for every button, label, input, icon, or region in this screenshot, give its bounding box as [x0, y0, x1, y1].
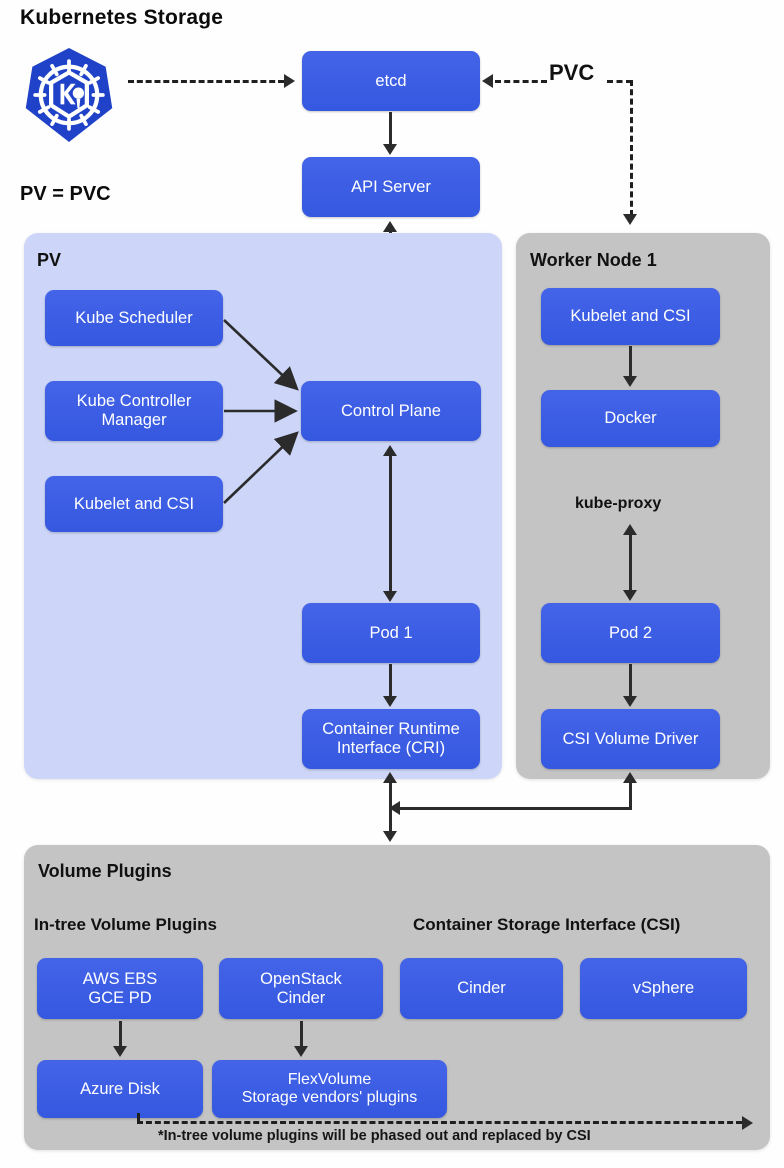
cri-junction-arrowhead-up [383, 772, 397, 783]
pod1-to-cri-line [389, 664, 392, 697]
footnote-arrowhead [742, 1116, 753, 1130]
csidriver-junction-arrowhead-up [623, 772, 637, 783]
csidriver-to-junction-arrowhead [389, 801, 400, 815]
pvc-to-worker-arrowhead [623, 214, 637, 225]
pod2-to-csidriver-arrowhead [623, 696, 637, 707]
worker-node-panel-label: Worker Node 1 [530, 250, 657, 270]
kubelet-to-docker-arrowhead [623, 376, 637, 387]
node-kube-scheduler[interactable]: Kube Scheduler [45, 290, 223, 346]
awsebs-to-azuredisk-line [119, 1021, 122, 1048]
pvc-to-etcd-arrowhead [482, 74, 493, 88]
pv-equals-pvc-label: PV = PVC [20, 183, 111, 205]
plugin-aws-ebs-gce-pd[interactable]: AWS EBS GCE PD [37, 958, 203, 1019]
node-pod-1[interactable]: Pod 1 [302, 603, 480, 663]
pvc-dashed-vertical [630, 80, 633, 216]
volume-plugins-panel-label: Volume Plugins [38, 861, 172, 881]
openstack-to-flexvolume-arrowhead [294, 1046, 308, 1057]
node-csi-volume-driver[interactable]: CSI Volume Driver [541, 709, 720, 769]
kubeproxy-pod2-arrowhead-down [623, 590, 637, 601]
etcd-to-apiserver-arrowhead [383, 144, 397, 155]
volumeplugins-arrowhead-down [383, 831, 397, 842]
plugin-openstack-cinder[interactable]: OpenStack Cinder [219, 958, 383, 1019]
pod1-to-cri-arrowhead [383, 696, 397, 707]
apiserver-controlplane-arrowhead-up [383, 221, 397, 232]
pvc-dashed-segment-left [495, 80, 547, 83]
pv-panel-label: PV [37, 250, 62, 270]
page-title: Kubernetes Storage [20, 6, 224, 29]
csi-heading: Container Storage Interface (CSI) [413, 915, 681, 934]
plugin-azure-disk[interactable]: Azure Disk [37, 1060, 203, 1118]
kubernetes-logo [25, 48, 113, 142]
logo-to-etcd-dashed-line [128, 80, 284, 83]
kubeproxy-to-pod2-line [629, 534, 632, 592]
plugin-vsphere[interactable]: vSphere [580, 958, 747, 1019]
node-control-plane[interactable]: Control Plane [301, 381, 481, 441]
plugin-flexvolume[interactable]: FlexVolume Storage vendors' plugins [212, 1060, 447, 1118]
node-docker[interactable]: Docker [541, 390, 720, 447]
csidriver-to-junction-horizontal-line [398, 807, 632, 810]
node-api-server[interactable]: API Server [302, 157, 480, 217]
csidriver-junction-vertical-line [629, 782, 632, 809]
pvc-dashed-segment-right [607, 80, 632, 83]
pvc-label: PVC [549, 60, 595, 85]
in-tree-volume-plugins-heading: In-tree Volume Plugins [34, 915, 217, 934]
logo-to-etcd-arrowhead [284, 74, 295, 88]
etcd-to-apiserver-line [389, 112, 392, 145]
node-worker-kubelet-and-csi[interactable]: Kubelet and CSI [541, 288, 720, 345]
controlplane-to-pod1-line [389, 455, 392, 593]
kubeproxy-pod2-arrowhead-up [623, 524, 637, 535]
node-etcd[interactable]: etcd [302, 51, 480, 111]
volume-plugins-footnote: *In-tree volume plugins will be phased o… [158, 1128, 591, 1144]
footnote-dashed-vertical [137, 1113, 140, 1123]
footnote-dashed-line [137, 1121, 742, 1124]
node-kube-controller-manager[interactable]: Kube Controller Manager [45, 381, 223, 441]
controlplane-pod1-arrowhead-up [383, 445, 397, 456]
pod2-to-csidriver-line [629, 664, 632, 697]
node-container-runtime-interface[interactable]: Container Runtime Interface (CRI) [302, 709, 480, 769]
awsebs-to-azuredisk-arrowhead [113, 1046, 127, 1057]
plugin-cinder[interactable]: Cinder [400, 958, 563, 1019]
openstack-to-flexvolume-line [300, 1021, 303, 1048]
kubelet-to-docker-line [629, 346, 632, 377]
kube-proxy-label: kube-proxy [575, 495, 662, 512]
node-pod-2[interactable]: Pod 2 [541, 603, 720, 663]
controlplane-pod1-arrowhead-down [383, 591, 397, 602]
node-pv-kubelet-and-csi[interactable]: Kubelet and CSI [45, 476, 223, 532]
